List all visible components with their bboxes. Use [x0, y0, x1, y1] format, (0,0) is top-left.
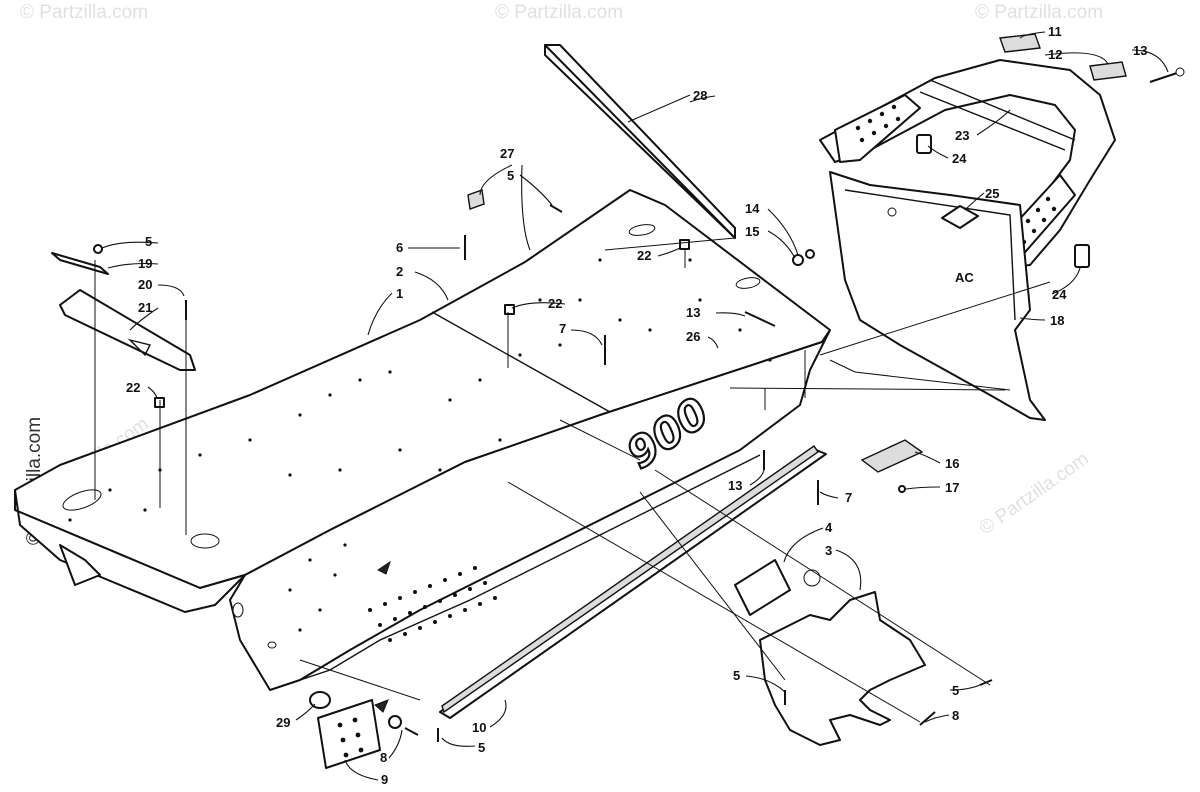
callout-19: 19 — [138, 256, 152, 271]
part-27-tab — [467, 189, 485, 210]
part-15-washer — [805, 249, 815, 259]
part-8-bolt-b — [919, 711, 936, 726]
callout-23: 23 — [955, 128, 969, 143]
callout-24-a: 24 — [952, 151, 967, 166]
callout-13-a: 13 — [1133, 43, 1147, 58]
callout-5-a: 5 — [507, 168, 514, 183]
part-5-screw-b — [93, 244, 103, 254]
part-17-screw — [898, 485, 906, 493]
callout-28: 28 — [693, 88, 707, 103]
arrow-marker — [377, 560, 391, 575]
part-8-bolt-a — [404, 727, 419, 736]
part-18-snow-flap: AC — [829, 171, 1046, 421]
callout-26: 26 — [686, 329, 700, 344]
callout-17: 17 — [945, 480, 959, 495]
callout-18: 18 — [1050, 313, 1064, 328]
callout-8-b: 8 — [952, 708, 959, 723]
callout-5-e: 5 — [478, 740, 485, 755]
part-9-plate — [317, 699, 381, 769]
rivet-dots — [68, 258, 772, 522]
callout-11: 11 — [1048, 24, 1062, 39]
part-24-clip-lower — [1074, 244, 1090, 268]
callout-1: 1 — [396, 286, 403, 301]
watermark-right: © Partzilla.com — [976, 448, 1093, 539]
callout-16: 16 — [945, 456, 959, 471]
callout-4: 4 — [825, 520, 833, 535]
part-3-bracket — [759, 591, 926, 746]
part-16-plate — [860, 439, 924, 473]
callout-5-d: 5 — [952, 683, 959, 698]
flap-logo: AC — [955, 270, 974, 285]
part-5-screw-a — [549, 204, 563, 213]
callout-2: 2 — [396, 264, 403, 279]
leader-lines — [101, 31, 1169, 781]
callout-14: 14 — [745, 201, 760, 216]
callout-24-b: 24 — [1052, 287, 1067, 302]
callout-20: 20 — [138, 277, 152, 292]
callout-12: 12 — [1048, 47, 1062, 62]
part-28-decal — [544, 44, 736, 239]
part-1-tunnel — [14, 189, 831, 691]
part-19-strip — [51, 252, 109, 275]
callout-15: 15 — [745, 224, 759, 239]
callout-labels: 1 2 3 4 5 5 5 5 5 6 7 7 8 8 9 10 11 12 1… — [126, 24, 1147, 787]
part-24-clip-upper — [916, 134, 932, 154]
callout-13-b: 13 — [686, 305, 700, 320]
part-11-pad — [999, 33, 1041, 53]
part-12-pad — [1089, 61, 1127, 81]
callout-5-b: 5 — [145, 234, 152, 249]
part-4-hinge — [734, 559, 791, 616]
watermark-top-mid: © Partzilla.com — [495, 2, 623, 23]
callout-6: 6 — [396, 240, 403, 255]
callout-27: 27 — [500, 146, 514, 161]
small-parts — [51, 33, 1185, 769]
part-13-bolt-top — [1149, 71, 1181, 83]
callout-22-c: 22 — [548, 296, 562, 311]
guide-lines — [94, 237, 1051, 723]
part-22-plug-b — [679, 239, 690, 250]
part-21-bracket — [59, 289, 196, 371]
part-22-plug-c — [504, 304, 515, 315]
callout-21: 21 — [138, 300, 152, 315]
watermark-top-left: © Partzilla.com — [20, 2, 148, 23]
callout-8-a: 8 — [380, 750, 387, 765]
callout-25: 25 — [985, 186, 999, 201]
callout-7-a: 7 — [559, 321, 566, 336]
callout-3: 3 — [825, 543, 832, 558]
part-10-rail — [439, 445, 827, 719]
perforation-grid — [288, 543, 497, 642]
watermark-top-right: © Partzilla.com — [975, 2, 1103, 23]
callout-10: 10 — [472, 720, 486, 735]
part-13-bolt-mid — [744, 311, 776, 327]
callout-22-a: 22 — [126, 380, 140, 395]
callout-7-b: 7 — [845, 490, 852, 505]
callout-22-b: 22 — [637, 248, 651, 263]
part-25-nut — [941, 205, 979, 229]
callout-29: 29 — [276, 715, 290, 730]
callout-9: 9 — [381, 772, 388, 787]
callout-13-c: 13 — [728, 478, 742, 493]
callout-5-c: 5 — [733, 668, 740, 683]
